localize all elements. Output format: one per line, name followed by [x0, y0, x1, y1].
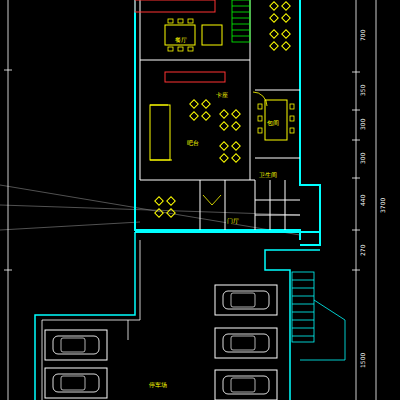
dimension: 440: [360, 193, 366, 206]
dimension: 700: [360, 28, 366, 41]
dimension: 300: [360, 117, 366, 130]
room-label: 卡座: [215, 92, 229, 98]
room-label: 餐厅: [174, 37, 188, 43]
room-label: 门厅: [226, 218, 240, 224]
dimension: 350: [360, 83, 366, 96]
room-label: 卫生间: [258, 172, 278, 178]
dimension: 300: [360, 151, 366, 164]
room-label: 停车场: [148, 382, 168, 388]
room-label: 包间: [266, 120, 280, 126]
dimension: 3700: [380, 196, 386, 213]
room-label: 吧台: [186, 140, 200, 146]
dimension: 270: [360, 243, 366, 256]
dimension: 1500: [360, 351, 366, 368]
